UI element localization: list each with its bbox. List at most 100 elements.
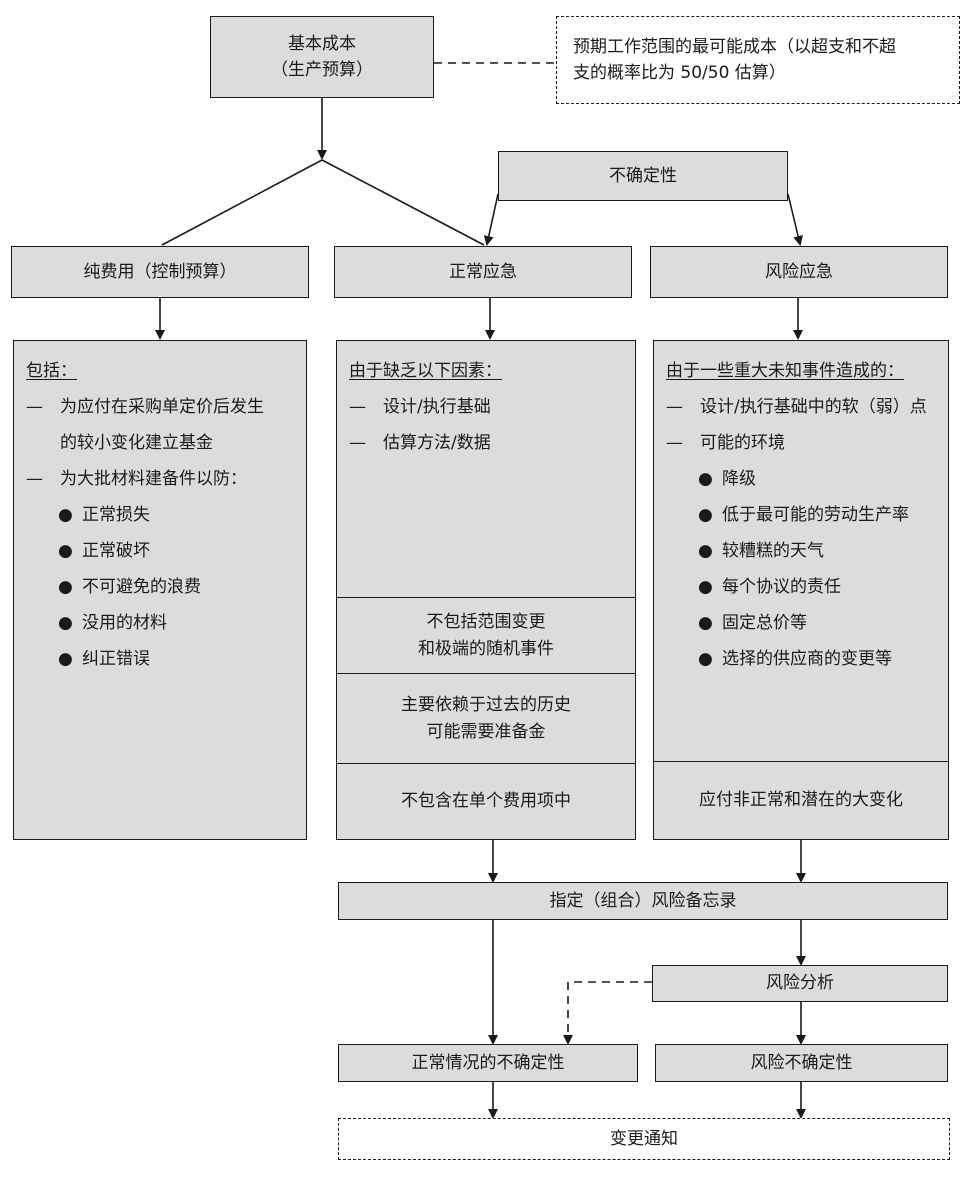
net-cost-bullet: ● 纠正错误 — [26, 641, 298, 677]
risk-bullet: ● 固定总价等 — [666, 605, 940, 641]
risk-analysis-box: 风险分析 — [652, 965, 948, 1002]
normal-note-1-line2: 和极端的随机事件 — [418, 638, 554, 659]
risk-bullet: ● 低于最可能的劳动生产率 — [666, 497, 940, 533]
bullet-text: 选择的供应商的变更等 — [722, 649, 892, 669]
net-cost-detail-box: 包括： — 为应付在采购单定价后发生 的较小变化建立基金 — 为大批材料建备件以… — [13, 340, 307, 840]
net-cost-title-box: 纯费用（控制预算） — [11, 246, 309, 298]
base-cost-subtitle: （生产预算） — [271, 60, 373, 80]
normal-item: — 设计/执行基础 — [349, 389, 627, 425]
arrow-uncertainty-to-normal — [483, 193, 499, 246]
net-cost-bullet: ● 没用的材料 — [26, 605, 298, 641]
bullet-icon: ● — [698, 505, 713, 525]
line-split-to-normal — [321, 159, 485, 246]
normal-uncertainty-box: 正常情况的不确定性 — [338, 1044, 638, 1082]
bullet-text: 较糟糕的天气 — [722, 541, 824, 561]
net-cost-title: 纯费用（控制预算） — [83, 261, 237, 282]
normal-note-3: 不包含在单个费用项中 — [337, 763, 635, 839]
bullet-icon: ● — [58, 649, 73, 669]
net-cost-bullet: ●正常破坏 — [26, 533, 298, 569]
uncertainty-label: 不确定性 — [609, 165, 677, 186]
base-note-line1: 预期工作范围的最可能成本（以超支和不超 — [573, 36, 896, 57]
risk-item: — 设计/执行基础中的软（弱）点 — [666, 389, 940, 425]
normal-causes-section: 由于缺乏以下因素： — 设计/执行基础 — 估算方法/数据 — [337, 341, 635, 597]
net-cost-heading: 包括： — [26, 361, 77, 381]
dash-mark: — — [26, 469, 43, 489]
normal-note-2-line2: 可能需要准备金 — [426, 721, 546, 742]
bullet-icon: ● — [698, 577, 713, 597]
normal-item-text: 设计/执行基础 — [383, 397, 491, 417]
normal-item: — 估算方法/数据 — [349, 425, 627, 461]
risk-note: 应付非正常和潜在的大变化 — [654, 761, 948, 839]
net-cost-item-2-text: 为大批材料建备件以防： — [60, 469, 247, 489]
risk-memo-box: 指定（组合）风险备忘录 — [338, 882, 948, 920]
risk-memo-label: 指定（组合）风险备忘录 — [549, 890, 737, 911]
normal-uncertainty-label: 正常情况的不确定性 — [411, 1052, 565, 1073]
dash-mark: — — [666, 433, 683, 453]
uncertainty-box: 不确定性 — [498, 151, 788, 201]
base-cost-note-box: 预期工作范围的最可能成本（以超支和不超 支的概率比为 50/50 估算） — [556, 16, 960, 104]
arrow-uncertainty-to-risk — [787, 193, 803, 246]
net-cost-bullet: ● 不可避免的浪费 — [26, 569, 298, 605]
risk-item: — 可能的环境 — [666, 425, 940, 461]
base-cost-title: 基本成本 — [288, 33, 356, 54]
dash-mark: — — [349, 397, 366, 417]
bullet-icon: ● — [58, 613, 73, 633]
risk-contingency-title-box: 风险应急 — [650, 246, 948, 298]
risk-causes-section: 由于一些重大未知事件造成的： — 设计/执行基础中的软（弱）点 — 可能的环境 … — [654, 341, 948, 761]
risk-bullet: ● 较糟糕的天气 — [666, 533, 940, 569]
normal-note-2-line1: 主要依赖于过去的历史 — [401, 695, 571, 716]
bullet-text: 降级 — [722, 469, 756, 489]
net-cost-item-1-cont: 的较小变化建立基金 — [60, 433, 213, 453]
bullet-icon: ● — [698, 613, 713, 633]
risk-bullet: ● 每个协议的责任 — [666, 569, 940, 605]
normal-heading: 由于缺乏以下因素： — [349, 361, 502, 381]
base-cost-box: 基本成本 （生产预算） — [210, 16, 434, 98]
risk-heading: 由于一些重大未知事件造成的： — [666, 361, 904, 381]
risk-contingency-title: 风险应急 — [765, 261, 833, 282]
normal-contingency-title-box: 正常应急 — [334, 246, 632, 298]
bullet-icon: ● — [698, 541, 713, 561]
normal-contingency-detail-box: 由于缺乏以下因素： — 设计/执行基础 — 估算方法/数据 不包括范围变更 和极… — [336, 340, 636, 840]
dash-mark: — — [349, 433, 366, 453]
normal-note-2: 主要依赖于过去的历史 可能需要准备金 — [337, 673, 635, 763]
bullet-icon: ● — [58, 577, 73, 597]
normal-note-1: 不包括范围变更 和极端的随机事件 — [337, 597, 635, 673]
normal-contingency-title: 正常应急 — [449, 261, 517, 282]
risk-analysis-label: 风险分析 — [766, 973, 834, 994]
risk-note-text: 应付非正常和潜在的大变化 — [699, 790, 903, 811]
risk-item-text: 设计/执行基础中的软（弱）点 — [700, 397, 927, 417]
net-cost-item-1-text: 为应付在采购单定价后发生 — [60, 397, 264, 417]
dash-mark: — — [26, 397, 43, 417]
normal-note-3-text: 不包含在单个费用项中 — [401, 791, 571, 812]
bullet-icon: ● — [58, 505, 73, 525]
net-cost-bullet: ● 正常损失 — [26, 497, 298, 533]
bullet-icon: ● — [58, 541, 73, 561]
risk-uncertainty-label: 风险不确定性 — [750, 1052, 853, 1073]
bullet-text: 纠正错误 — [82, 649, 150, 669]
bullet-icon: ● — [698, 469, 713, 489]
bullet-text: 不可避免的浪费 — [82, 577, 201, 597]
normal-item-text: 估算方法/数据 — [383, 433, 491, 453]
bullet-text: 正常损失 — [82, 505, 150, 525]
normal-note-1-line1: 不包括范围变更 — [426, 612, 546, 633]
risk-bullet: ● 降级 — [666, 461, 940, 497]
risk-contingency-detail-box: 由于一些重大未知事件造成的： — 设计/执行基础中的软（弱）点 — 可能的环境 … — [653, 340, 949, 840]
line-split-to-net — [161, 159, 323, 246]
bullet-text: 低于最可能的劳动生产率 — [722, 505, 909, 525]
bullet-text: 固定总价等 — [722, 613, 807, 633]
net-cost-item-1: — 为应付在采购单定价后发生 — [26, 389, 298, 425]
dash-mark: — — [666, 397, 683, 417]
net-cost-item-2: — 为大批材料建备件以防： — [26, 461, 298, 497]
risk-item-text: 可能的环境 — [700, 433, 785, 453]
risk-uncertainty-box: 风险不确定性 — [655, 1044, 948, 1082]
change-notice-label: 变更通知 — [610, 1128, 678, 1149]
bullet-text: 没用的材料 — [82, 613, 167, 633]
bullet-text: 每个协议的责任 — [722, 577, 841, 597]
risk-bullet: ● 选择的供应商的变更等 — [666, 641, 940, 677]
base-note-line2: 支的概率比为 50/50 估算） — [573, 63, 786, 83]
bullet-icon: ● — [698, 649, 713, 669]
dashed-analysis-to-normal-uncertainty — [563, 981, 652, 1045]
change-notice-box: 变更通知 — [338, 1118, 950, 1160]
